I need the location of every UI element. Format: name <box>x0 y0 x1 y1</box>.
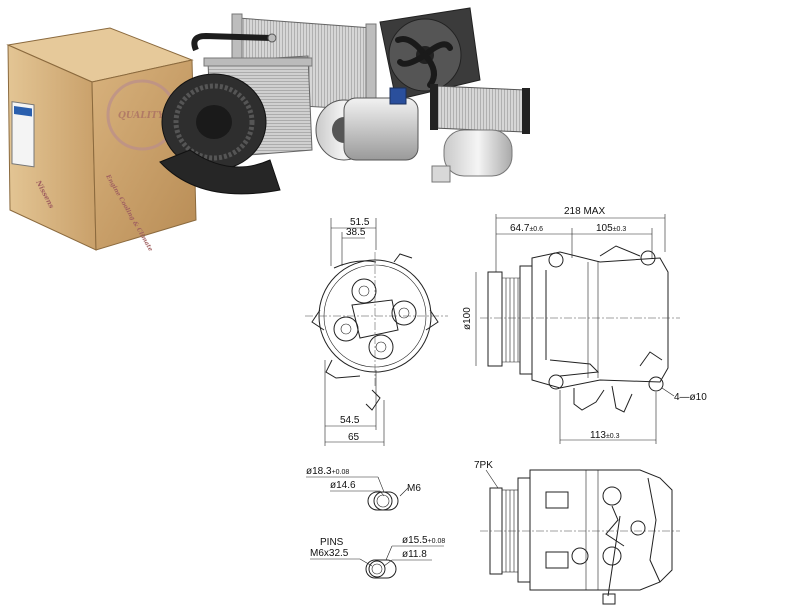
dim-dia-100: ø100 <box>462 307 473 330</box>
heater-core-image <box>430 84 530 134</box>
port-top-dia-outer-tol: +0.08 <box>332 469 350 476</box>
dim-38-5: 38.5 <box>346 227 366 238</box>
port-detail-bottom: PINS M6x32.5 ø15.5+0.08 ø11.8 <box>310 535 445 579</box>
port-top-dia-inner: ø14.6 <box>330 480 356 491</box>
dim-mount-holes: 4—ø10 <box>674 392 707 403</box>
port-top-thread: M6 <box>407 483 421 494</box>
port-bottom-dia-outer-tol: +0.08 <box>428 538 446 545</box>
dim-113-tol: ±0.3 <box>606 433 620 440</box>
blower-motor-image <box>159 73 281 195</box>
port-bottom-dia-outer: ø15.5+0.08 <box>402 535 445 546</box>
bottom-view-drawing: 7PK <box>474 460 680 605</box>
front-boss-top <box>351 278 377 304</box>
front-boss-right <box>391 300 417 326</box>
dim-51-5: 51.5 <box>350 217 370 228</box>
front-boss-left <box>333 316 359 342</box>
port-top-dia-outer: ø18.3+0.08 <box>306 466 349 477</box>
side-view-drawing: 218 MAX 64.7±0.6 105±0.3 ø100 <box>462 206 707 444</box>
front-boss-bottom <box>368 334 394 360</box>
dim-64-7-tol: ±0.6 <box>529 226 543 233</box>
dim-113: 113±0.3 <box>590 430 620 441</box>
dim-105: 105±0.3 <box>596 223 626 234</box>
ac-hose-image <box>191 32 273 52</box>
port-bottom-pins-label: PINS <box>320 537 344 548</box>
box-stamp-text: QUALITY <box>118 111 166 121</box>
dim-64-7: 64.7±0.6 <box>510 223 543 234</box>
port-bottom-dia-inner: ø11.8 <box>402 549 427 560</box>
port-detail-top: ø18.3+0.08 ø14.6 M6 <box>306 466 421 511</box>
pulley-7pk-label: 7PK <box>474 460 493 471</box>
dim-105-tol: ±0.3 <box>613 226 627 233</box>
front-view-drawing: 51.5 38.5 54.5 <box>305 217 448 446</box>
dim-65: 65 <box>348 432 360 443</box>
dim-54-5: 54.5 <box>340 415 360 426</box>
dim-218-max: 218 MAX <box>564 206 605 217</box>
product-photo: Nissens Engine Cooling & Climate QUALITY <box>6 7 530 253</box>
receiver-drier-image <box>431 129 513 183</box>
port-bottom-pins-size: M6x32.5 <box>310 548 349 559</box>
radiator-fan-image <box>379 7 481 101</box>
ac-compressor-image <box>315 87 419 161</box>
